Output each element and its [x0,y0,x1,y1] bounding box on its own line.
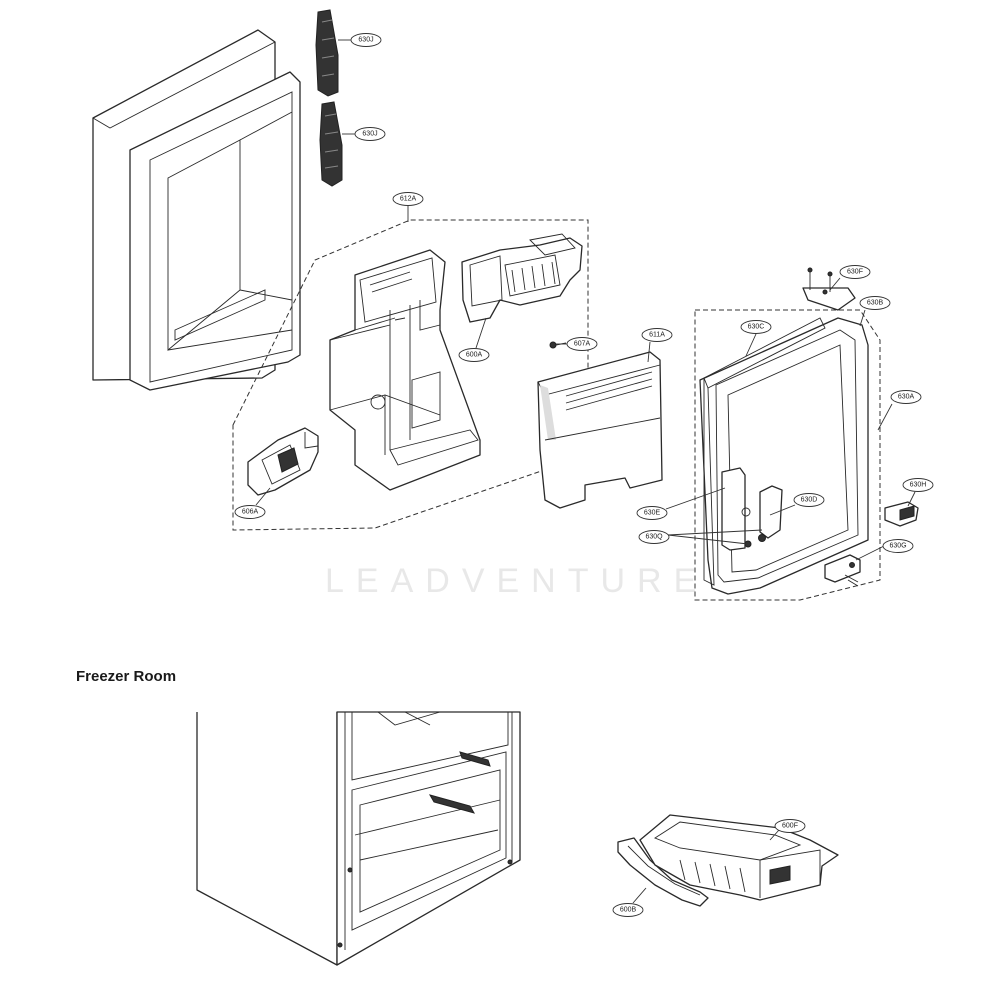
leader-600f [769,829,780,841]
screw-607a [549,341,567,349]
freezer-cabinet [196,711,521,966]
door-630a [699,317,869,595]
svg-text:630C: 630C [748,324,765,331]
dispenser-housing [329,249,481,491]
callout-630b: 630B [859,296,891,310]
watermark-text: LEADVENTURE [325,562,708,600]
svg-text:630G: 630G [889,543,906,550]
pad-630h [884,501,919,527]
callout-600f: 600F [774,819,806,833]
callout-630q: 630Q [638,530,670,544]
leader-606a [255,487,271,506]
gasket-630c [703,317,826,586]
svg-text:630F: 630F [847,269,863,276]
callout-630f: 630F [839,265,871,279]
svg-text:606A: 606A [242,509,259,516]
svg-text:600A: 600A [466,352,483,359]
section-title-freezer-room: Freezer Room [76,668,176,685]
svg-text:612A: 612A [400,196,417,203]
svg-text:630D: 630D [801,497,818,504]
leader-611a [647,341,651,363]
callout-607a: 607A [566,337,598,351]
callout-606a: 606A [234,505,266,519]
svg-text:630J: 630J [362,131,377,138]
ice-maker-600f [639,814,839,901]
leader-630q [667,529,763,545]
leader-630b [859,309,866,327]
leader-630c [745,333,757,357]
leader-630e [665,487,726,510]
svg-text:630H: 630H [910,482,927,489]
group-630b-boundary [694,309,881,601]
leader-630d [769,504,796,516]
svg-text:630B: 630B [867,300,884,307]
callout-600a: 600A [458,348,490,362]
cover-611a [537,351,663,509]
callout-630c: 630C [740,320,772,334]
svg-text:630J: 630J [358,37,373,44]
leader-600a [475,317,487,349]
callout-612a: 612A [392,192,424,206]
dispenser-lever [721,467,783,551]
ice-maker-600a [461,233,583,323]
svg-text:630E: 630E [644,510,661,517]
svg-text:630A: 630A [898,394,915,401]
callout-630h: 630H [902,478,934,492]
callout-611a: 611A [641,328,673,342]
svg-text:600F: 600F [782,823,798,830]
leader-630h [907,491,916,507]
callout-630e: 630E [636,506,668,520]
hinge-630g [824,554,861,587]
hinge-630f [802,267,856,311]
leader-630a [877,403,893,431]
svg-text:607A: 607A [574,341,591,348]
svg-text:600B: 600B [620,907,637,914]
callout-600b: 600B [612,903,644,917]
leader-630g [855,545,885,561]
leader-600b [632,887,647,904]
callout-630a: 630A [890,390,922,404]
cover-630j-bottom [319,101,343,187]
svg-text:611A: 611A [649,332,665,339]
leader-630f [829,277,841,291]
svg-text:630Q: 630Q [645,534,663,541]
callout-630j-top: 630J [350,33,382,47]
callout-630j-bottom: 630J [354,127,386,141]
ice-tray-600b [617,837,709,907]
cover-630j-top [315,9,339,97]
door-outline [92,29,301,391]
callout-630g: 630G [882,539,914,553]
bracket-606a [247,427,319,496]
callout-630d: 630D [793,493,825,507]
group-612a-boundary [232,219,589,531]
